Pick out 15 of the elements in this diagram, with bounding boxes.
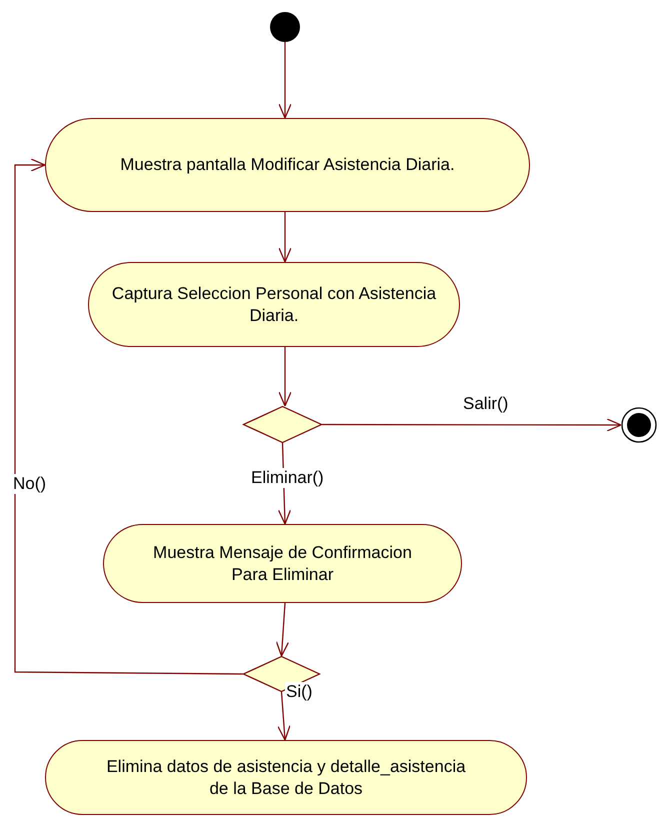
activity-text: Captura Seleccion Personal con Asistencia Diaria. <box>110 282 438 326</box>
arrow <box>14 158 243 675</box>
edge-label: Salir() <box>462 394 510 414</box>
activity-text: Elimina datos de asistencia y detalle_asistencia de la Base de Datos <box>105 756 467 800</box>
edge-label: Si() <box>285 682 314 702</box>
arrow <box>276 602 289 657</box>
arrow <box>278 347 292 407</box>
arrow <box>322 418 622 432</box>
activity-text: Muestra pantalla Modificar Asistencia Diaria. <box>119 154 456 176</box>
arrow <box>278 212 292 263</box>
activity-text: Muestra Mensaje de Confirmacion Para Eliminar <box>152 542 413 586</box>
edge-label: Eliminar() <box>250 468 325 488</box>
arrow <box>278 42 292 119</box>
arrow <box>277 692 291 741</box>
edge-label: No() <box>12 474 48 494</box>
